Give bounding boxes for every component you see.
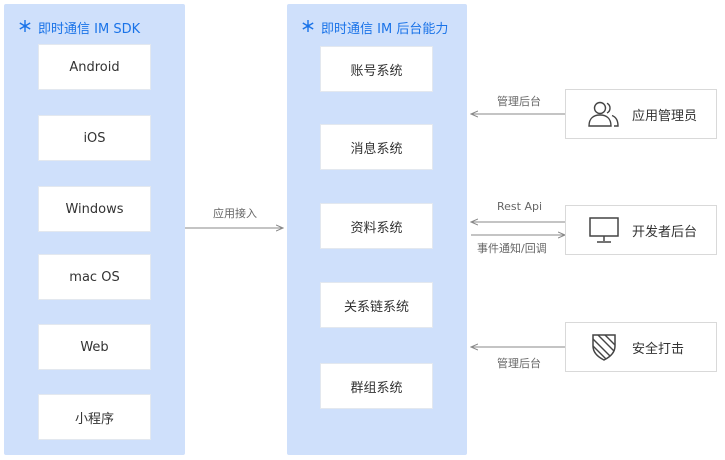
label-sdk-to-backend: 应用接入 — [213, 207, 257, 220]
sdk-title-text: 即时通信 IM SDK — [38, 22, 141, 37]
snowflake-icon — [18, 19, 32, 37]
platform-ios: iOS — [38, 115, 151, 161]
sdk-panel: 即时通信 IM SDK Android iOS Windows mac OS W… — [4, 4, 185, 455]
sdk-panel-title: 即时通信 IM SDK — [18, 18, 140, 37]
backend-panel-title: 即时通信 IM 后台能力 — [301, 18, 448, 37]
system-relationship: 关系链系统 — [320, 282, 433, 328]
shield-icon — [584, 332, 624, 362]
label-admin: 管理后台 — [497, 95, 541, 108]
platform-android: Android — [38, 44, 151, 90]
platform-web: Web — [38, 324, 151, 370]
system-account: 账号系统 — [320, 46, 433, 92]
entity-security-strike-label: 安全打击 — [632, 341, 685, 357]
entity-app-admin-label: 应用管理员 — [632, 108, 698, 124]
entity-developer-backend: 开发者后台 — [565, 205, 717, 255]
system-message: 消息系统 — [320, 124, 433, 170]
system-group: 群组系统 — [320, 363, 433, 409]
entity-developer-backend-label: 开发者后台 — [632, 224, 698, 240]
users-icon — [584, 100, 624, 128]
platform-windows: Windows — [38, 186, 151, 232]
entity-security-strike: 安全打击 — [565, 322, 717, 372]
system-profile: 资料系统 — [320, 203, 433, 249]
backend-panel: 即时通信 IM 后台能力 账号系统 消息系统 资料系统 关系链系统 群组系统 — [287, 4, 467, 455]
platform-miniprogram: 小程序 — [38, 394, 151, 440]
label-callback: 事件通知/回调 — [477, 242, 547, 255]
backend-title-text: 即时通信 IM 后台能力 — [321, 22, 449, 37]
entity-app-admin: 应用管理员 — [565, 89, 717, 139]
label-security: 管理后台 — [497, 357, 541, 370]
snowflake-icon — [301, 19, 315, 37]
label-rest-api: Rest Api — [497, 200, 543, 213]
monitor-icon — [584, 216, 624, 244]
platform-macos: mac OS — [38, 254, 151, 300]
